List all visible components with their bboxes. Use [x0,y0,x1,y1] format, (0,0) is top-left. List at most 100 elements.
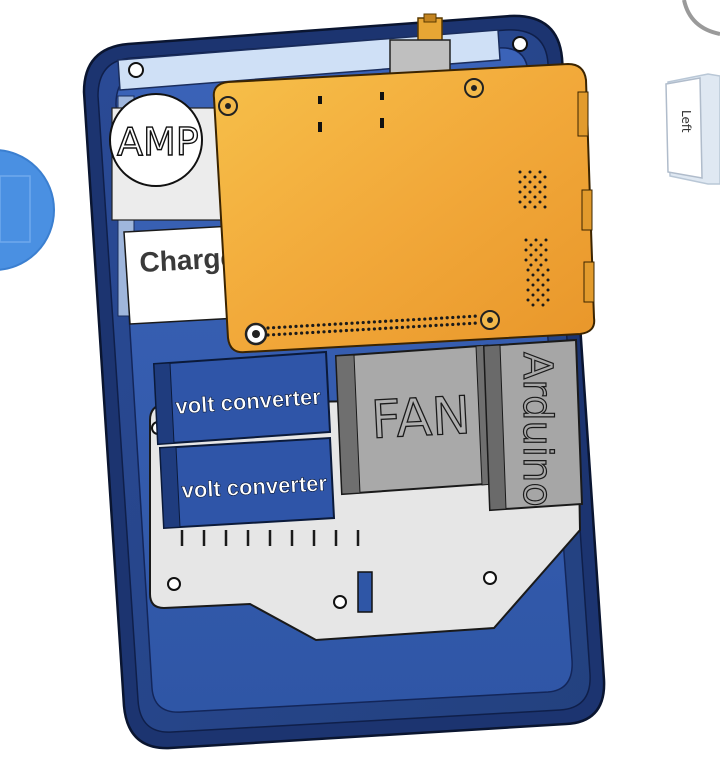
gpio-pin [434,316,438,320]
vent-dot [523,205,527,209]
gpio-pin [294,324,298,328]
navigation-orb-button[interactable] [0,149,55,271]
gpio-pin [423,324,427,328]
vent-dot [543,185,547,189]
vent-dot [539,263,543,267]
gpio-pin [350,328,354,332]
gpio-pin [473,314,477,318]
gpio-pin [272,333,276,337]
vent-dot [546,288,550,292]
gpio-pin [456,315,460,319]
gpio-pin [333,329,337,333]
vent-dot [533,195,537,199]
single-board-computer[interactable] [212,62,596,354]
vent-dot [536,268,540,272]
fan-module[interactable]: FAN [334,344,495,496]
gpio-pin [322,323,326,327]
vent-dot [544,248,548,252]
gpio-pin [384,326,388,330]
vent-dot [536,298,540,302]
arduino-module[interactable]: Arduino [482,338,584,512]
board-vent-dots [518,170,550,307]
gpio-pin [473,321,477,325]
vent-dot [518,200,522,204]
vent-dot [533,185,537,189]
gpio-pin [350,321,354,325]
vent-dot [531,283,535,287]
gpio-pin [412,318,416,322]
vent-dot [531,273,535,277]
gpio-pin [356,321,360,325]
vent-dot [533,175,537,179]
vent-dot [546,298,550,302]
vent-dot [528,200,532,204]
charge-module[interactable]: Charge [123,225,239,325]
gpio-pin [468,321,472,326]
gpio-pin [389,326,393,330]
orbit-ring-icon[interactable] [682,0,720,36]
gpio-pin [294,331,298,335]
gpio-pin [283,332,287,336]
vent-dot [546,268,550,272]
gpio-pin [445,323,449,327]
vent-dot [546,278,550,282]
gpio-pin [300,331,304,335]
gpio-pin [389,319,393,323]
vent-dot [528,190,532,194]
vent-dot [524,258,528,262]
arduino-label: Arduino [514,352,560,507]
gpio-pin [462,315,466,319]
gpio-pin [300,324,304,328]
gpio-pin [378,327,382,331]
gpio-pin [451,315,455,320]
gpio-pin [272,326,276,330]
vent-dot [541,283,545,287]
gpio-pin [378,320,382,324]
vent-dot [526,298,530,302]
volt-converter-2[interactable]: volt converter [158,436,336,530]
view-cube-face-label: Left [679,110,693,133]
vent-dot [524,238,528,242]
gpio-pin [395,326,399,330]
fan-label: FAN [370,386,473,451]
vent-dot [531,303,535,307]
vent-dot [524,248,528,252]
gpio-pin [361,320,365,325]
gpio-pin [428,324,432,328]
view-cube[interactable]: Left [665,73,720,185]
gpio-pin [384,319,388,323]
vent-dot [528,180,532,184]
vent-dot [539,253,543,257]
vent-dot [526,288,530,292]
gpio-pin [440,323,444,327]
vent-dot [533,205,537,209]
amp-module[interactable]: AMP [109,93,233,221]
gpio-pin [328,329,332,334]
gpio-pin [361,327,365,332]
vent-dot [536,278,540,282]
volt-converter-1[interactable]: volt converter [152,350,332,446]
vent-dot [531,293,535,297]
gpio-pin [288,325,292,329]
vent-dot [544,238,548,242]
gpio-pin [367,320,371,324]
vent-dot [538,180,542,184]
gpio-pin [305,324,309,328]
charge-label: Charge [139,242,237,278]
gpio-pin [462,322,466,326]
gpio-pin [305,331,309,335]
vent-dot [523,185,527,189]
gpio-pin [311,330,315,335]
gpio-pin [451,322,455,327]
gpio-pin [468,314,472,319]
vent-dot [526,268,530,272]
vent-dot [526,278,530,282]
vent-dot [536,288,540,292]
gpio-pin [406,325,410,329]
gpio-pin [356,328,360,332]
gpio-pin [434,323,438,327]
vent-dot [534,238,538,242]
amp-label: AMP [117,120,199,164]
gpio-pin [288,332,292,336]
